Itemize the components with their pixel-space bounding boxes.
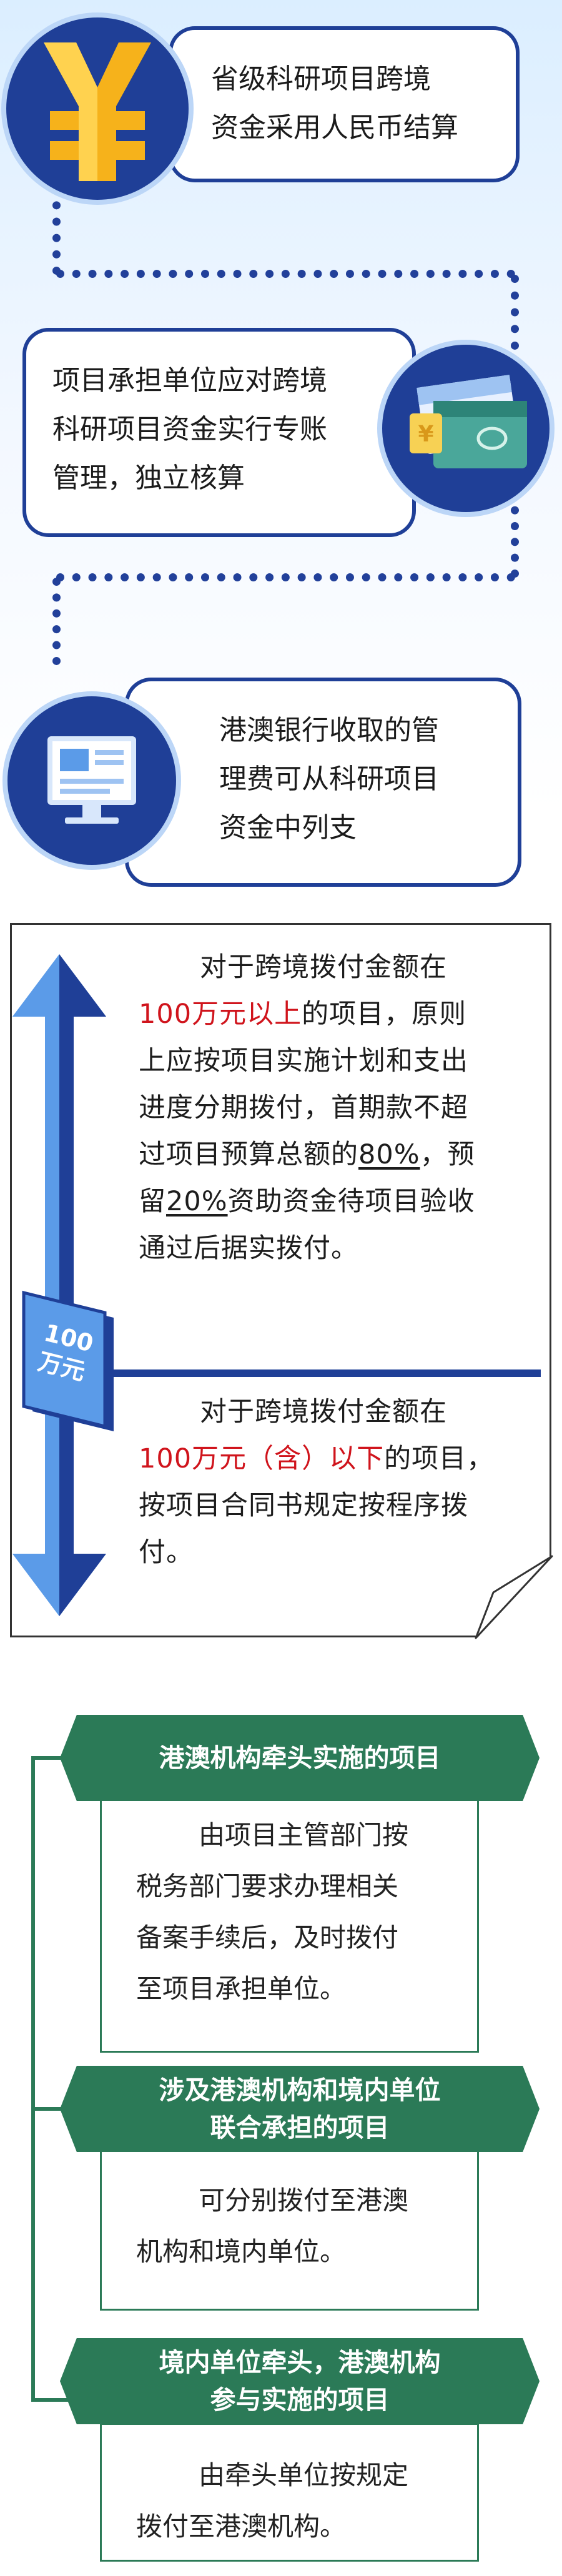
connector-dots bbox=[56, 270, 515, 278]
text-fragment: 的项目，原则 bbox=[302, 999, 467, 1030]
bracket-line bbox=[31, 1756, 69, 1760]
body-line: 拨付至港澳机构。 bbox=[136, 2511, 347, 2542]
connector-dots bbox=[56, 573, 515, 581]
body-line: 备案手续后，及时拨付 bbox=[136, 1922, 399, 1953]
connector-dots bbox=[511, 475, 519, 578]
card-text-line: 科研项目资金实行专账 bbox=[52, 413, 327, 445]
text-line: 过项目预算总额的80%，预 bbox=[139, 1132, 538, 1178]
text-fragment: ，预 bbox=[420, 1139, 475, 1170]
title-line: 参与实施的项目 bbox=[210, 2385, 390, 2415]
text-line: 上应按项目实施计划和支出 bbox=[139, 1045, 468, 1077]
payment-upper-text: 对于跨境拨付金额在 100万元以上的项目，原则 上应按项目实施计划和支出 进度分… bbox=[139, 944, 538, 1272]
divider-line bbox=[94, 1369, 541, 1377]
svg-text:¥: ¥ bbox=[418, 422, 433, 447]
card-text-line: 港澳银行收取的管 bbox=[219, 714, 439, 746]
text-line: 付。 bbox=[139, 1537, 194, 1568]
timeline-card-3: 港澳银行收取的管 理费可从科研项目 资金中列支 bbox=[125, 678, 521, 887]
card-text-line: 理费可从科研项目 bbox=[219, 763, 439, 795]
account-cards-icon: ¥ bbox=[410, 375, 527, 468]
percent-underlined: 80% bbox=[358, 1139, 420, 1170]
amount-highlight: 100万元以上 bbox=[139, 999, 302, 1030]
text-line: 通过后据实拨付。 bbox=[139, 1233, 358, 1264]
percent-underlined: 20% bbox=[166, 1186, 228, 1217]
monitor-icon bbox=[47, 736, 136, 824]
institution-body-box: 可分别拨付至港澳 机构和境内单位。 bbox=[100, 2148, 479, 2311]
payment-rules-box bbox=[10, 923, 551, 1637]
payment-lower-text: 对于跨境拨付金额在 100万元（含）以下的项目， 按项目合同书规定按程序拨 付。 bbox=[139, 1389, 538, 1576]
body-line: 至项目承担单位。 bbox=[136, 1973, 347, 2004]
text-line: 100万元以上的项目，原则 bbox=[139, 991, 538, 1038]
account-icon-circle: ¥ bbox=[382, 345, 550, 512]
connector-dots bbox=[52, 578, 61, 665]
text-fragment: 留 bbox=[139, 1186, 166, 1217]
body-line: 由牵头单位按规定 bbox=[199, 2460, 409, 2490]
body-line: 由项目主管部门按 bbox=[199, 1820, 409, 1850]
body-line: 税务部门要求办理相关 bbox=[136, 1871, 399, 1902]
text-line: 对于跨境拨付金额在 bbox=[200, 1396, 447, 1428]
text-line: 对于跨境拨付金额在 bbox=[200, 952, 447, 983]
amount-marker: 100 万元 bbox=[19, 1286, 119, 1443]
connector-dots bbox=[52, 169, 61, 275]
double-arrow-icon bbox=[12, 954, 106, 1616]
text-line: 按项目合同书规定按程序拨 bbox=[139, 1490, 468, 1521]
card-text-line: 项目承担单位应对跨境 bbox=[52, 365, 327, 397]
text-line: 留20%资助资金待项目验收 bbox=[139, 1178, 538, 1225]
institution-title: 境内单位牵头，港澳机构 参与实施的项目 bbox=[60, 2338, 540, 2424]
card-text-line: 管理，独立核算 bbox=[52, 462, 245, 494]
text-fragment: 资助资金待项目验收 bbox=[227, 1186, 475, 1217]
title-line: 港澳机构牵头实施的项目 bbox=[159, 1743, 441, 1773]
text-line: 100万元（含）以下的项目， bbox=[139, 1436, 538, 1483]
folded-corner-icon bbox=[475, 1555, 553, 1639]
body-line: 机构和境内单位。 bbox=[136, 2236, 347, 2267]
title-line: 涉及港澳机构和境内单位 bbox=[159, 2075, 441, 2105]
text-fragment: 过项目预算总额的 bbox=[139, 1139, 358, 1170]
timeline-card-2: 项目承担单位应对跨境 科研项目资金实行专账 管理，独立核算 bbox=[22, 328, 416, 537]
amount-highlight: 100万元（含）以下 bbox=[139, 1443, 385, 1474]
text-line: 进度分期拨付，首期款不超 bbox=[139, 1092, 468, 1123]
bracket-line bbox=[31, 2107, 69, 2111]
yuan-icon bbox=[44, 42, 151, 181]
body-line: 可分别拨付至港澳 bbox=[199, 2185, 409, 2216]
yuan-icon-circle bbox=[6, 17, 189, 200]
text-fragment: 的项目， bbox=[384, 1443, 495, 1474]
bracket-line bbox=[31, 2398, 69, 2402]
connector-dots bbox=[511, 275, 519, 350]
bracket-line bbox=[31, 1756, 35, 2401]
monitor-icon-circle bbox=[7, 696, 176, 865]
timeline-card-1: 省级科研项目跨境 资金采用人民币结算 bbox=[169, 26, 520, 182]
card-text-line: 资金采用人民币结算 bbox=[211, 112, 458, 144]
institution-body-box: 由牵头单位按规定 拨付至港澳机构。 bbox=[100, 2423, 479, 2562]
title-line: 联合承担的项目 bbox=[210, 2113, 390, 2143]
card-text-line: 资金中列支 bbox=[219, 812, 357, 844]
title-line: 境内单位牵头，港澳机构 bbox=[159, 2347, 441, 2377]
institution-title: 涉及港澳机构和境内单位 联合承担的项目 bbox=[60, 2066, 540, 2152]
institution-body-box: 由项目主管部门按 税务部门要求办理相关 备案手续后，及时拨付 至项目承担单位。 bbox=[100, 1783, 479, 2053]
card-text-line: 省级科研项目跨境 bbox=[211, 63, 431, 95]
institution-title: 港澳机构牵头实施的项目 bbox=[60, 1715, 540, 1801]
